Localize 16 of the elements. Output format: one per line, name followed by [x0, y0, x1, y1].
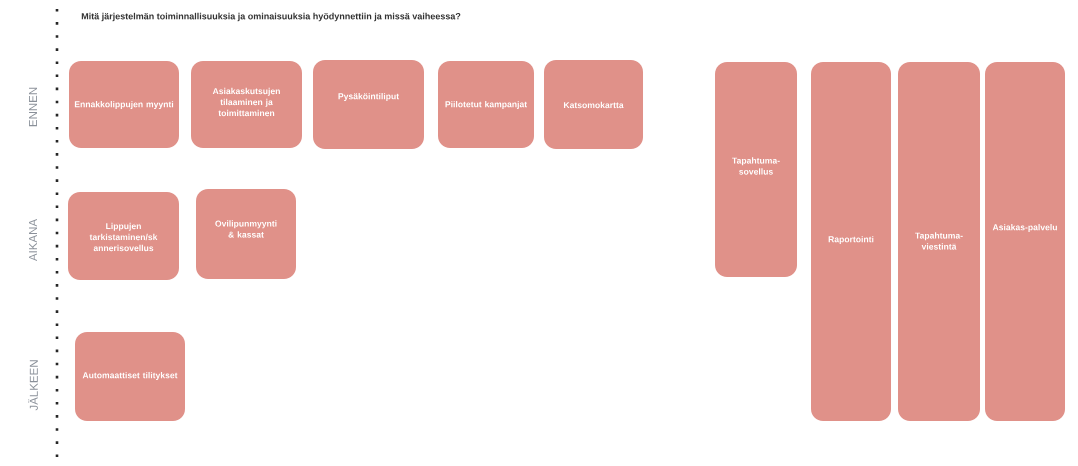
- feature-box: Ennakkolippujen myynti: [69, 61, 179, 148]
- title: Mitä järjestelmän toiminnallisuuksia ja ominaisuuksia hyödynnettiin ja missä vaiheessa?: [81, 12, 461, 22]
- feature-box: Tapahtuma-sovellus: [715, 62, 797, 277]
- feature-box: Lippujen tarkistaminen/sk annerisovellus: [68, 192, 179, 280]
- phase-label: ENNEN: [29, 87, 37, 127]
- phase-label: AIKANA: [29, 218, 37, 262]
- feature-box: Automaattiset tilitykset: [75, 332, 185, 421]
- feature-box: Tapahtuma-viestintä: [898, 62, 980, 421]
- feature-box: Asiakaskutsujen tilaaminen ja toimittaminen: [191, 61, 302, 148]
- feature-box: Piilotetut kampanjat: [438, 61, 534, 148]
- feature-box: Katsomokartta: [544, 60, 643, 149]
- feature-box: Raportointi: [811, 62, 891, 421]
- feature-box: Asiakas-palvelu: [985, 62, 1065, 421]
- phase-label: JÄLKEEN: [28, 360, 38, 411]
- feature-box: Ovilipunmyynti & kassat: [196, 189, 296, 279]
- feature-box: Pysäköintiliput: [313, 60, 424, 149]
